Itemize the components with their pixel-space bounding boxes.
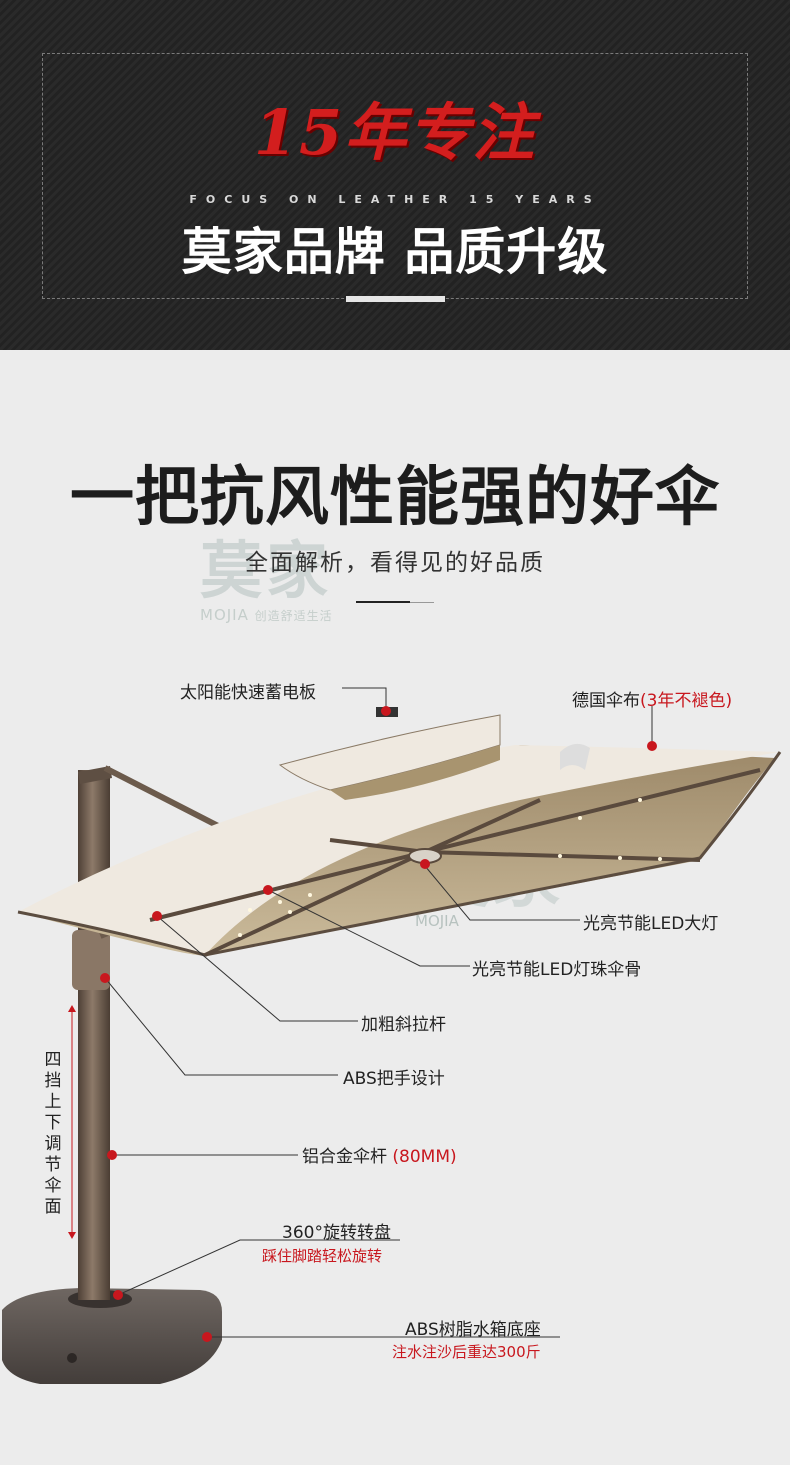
canopy-handle [560,743,590,770]
label-pole-text: 铝合金伞杆 [302,1147,387,1167]
banner-main-text: 莫家品牌 品质升级 [181,223,609,281]
label-base-note: 注水注沙后重达300斤 [392,1343,541,1361]
label-fabric-text: 德国伞布 [572,691,640,711]
led-beads [238,798,662,937]
canopy-ribs [149,768,761,957]
label-led-bead-ribs: 光亮节能LED灯珠伞骨 [472,960,642,980]
subtitle-divider-light [410,602,434,603]
watermark-brand-text: MOJIA [200,606,249,624]
watermark-brand-mid: MOJIA [415,912,460,930]
label-thick-strut: 加粗斜拉杆 [361,1015,446,1035]
label-pole-note: (80MM) [392,1147,457,1167]
label-fabric: 德国伞布(3年不褪色) [572,686,732,711]
header-banner: 15年专注 FOCUS ON LEATHER 15 YEARS 莫家品牌 品质升… [0,0,790,350]
banner-title: 15年专注 [253,96,537,169]
vent-canopy [278,714,501,791]
base-bolt [67,1353,77,1363]
canopy-rim [17,751,782,957]
canopy-top [18,745,780,955]
label-led-big-light: 光亮节能LED大灯 [583,914,719,934]
section-title: 一把抗风性能强的好伞 [70,461,720,535]
upper-arm [103,765,232,835]
abs-handle [72,930,110,990]
section-subtitle: 全面解析，看得见的好品质 [245,550,545,576]
label-solar-panel: 太阳能快速蓄电板 [180,683,316,703]
watermark-slogan-text: 创造舒适生活 [254,609,333,623]
callout-dots [100,706,657,1342]
leader-lines [104,687,653,1338]
water-tank-base [2,1288,222,1384]
label-pole: 铝合金伞杆 (80MM) [302,1142,457,1167]
label-four-level-adjust: 四挡上下调节伞面 [44,1050,62,1217]
label-fabric-note: (3年不褪色) [640,691,733,711]
label-turntable: 360°旋转转盘 [282,1223,391,1243]
label-abs-handle: ABS把手设计 [343,1069,445,1089]
banner-underline [346,296,445,302]
label-base: ABS树脂水箱底座 [405,1320,541,1340]
banner-subtitle: FOCUS ON LEATHER 15 YEARS [189,193,601,206]
aluminum-pole [78,770,110,1300]
subtitle-divider-dark [356,601,410,603]
watermark-brand-top: MOJIA 创造舒适生活 [200,606,333,624]
watermark-logo-top: 莫家 [200,534,333,607]
label-turntable-note: 踩住脚踏轻松旋转 [262,1247,383,1265]
